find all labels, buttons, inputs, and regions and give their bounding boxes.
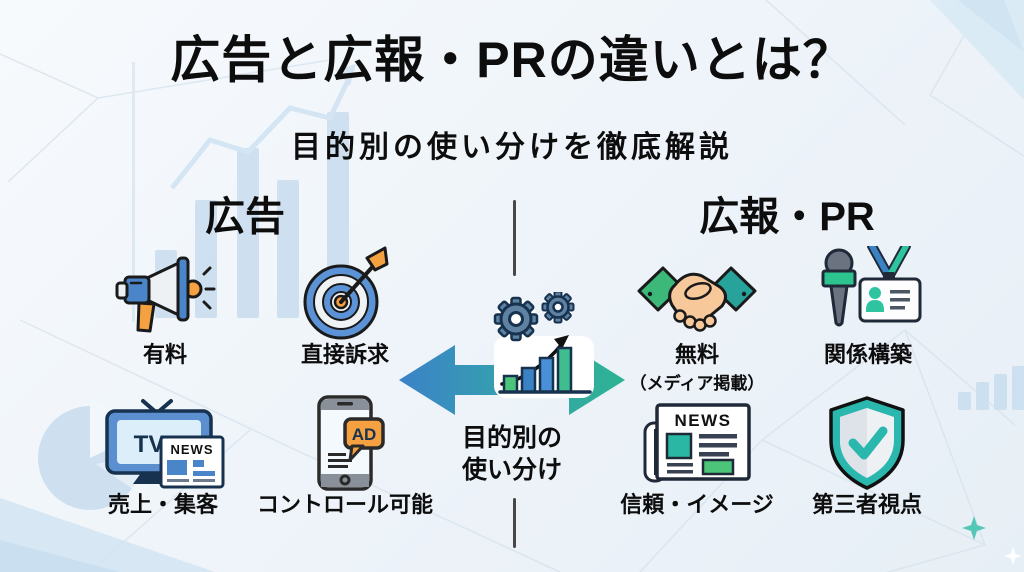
tv-news-icon: TV NEWS [105,399,225,489]
shield-check-icon [829,396,905,490]
newspaper-news-text: NEWS [675,411,732,430]
item-label: 有料 [142,342,187,367]
gears-growth-chart-icon [493,292,594,398]
right-item-trust: NEWS 信頼・イメージ [612,396,782,517]
item-label: コントロール可能 [256,492,433,517]
page-subtitle: 目的別の使い分けを徹底解説 [291,131,733,164]
tv-screen-text: TV [134,431,165,458]
smartphone-ad-icon: AD [317,395,385,491]
page-title: 広告と広報・PRの違いとは？ [170,32,854,88]
target-arrow-icon [303,246,389,340]
tv-news-text: NEWS [171,442,214,457]
right-item-relationship: 関係構築 [793,246,943,367]
right-item-free: 無料 （メディア掲載） [617,248,777,394]
item-label: 関係構築 [823,342,912,367]
right-item-third-party: 第三者視点 [782,396,952,517]
left-item-paid: 有料 [90,248,240,367]
corner-triangle-bottom-left [0,498,215,572]
decor-sparkle-icon [962,516,986,540]
item-label: 直接訴求 [300,342,389,367]
decor-bars-right-icon [958,366,1024,410]
item-label: 無料 [674,342,719,367]
handshake-icon [637,266,757,332]
left-item-controllable: AD コントロール可能 [250,395,440,517]
left-item-direct-appeal: 直接訴求 [270,246,420,367]
divider-bottom [513,498,516,548]
item-sublabel: （メディア掲載） [629,374,765,394]
ad-bubble-text: AD [352,425,377,444]
center-label-line1: 目的別の [461,424,562,452]
left-column-header: 広告 [205,195,285,239]
item-label: 売上・集客 [107,492,218,517]
gear-large [493,296,539,342]
gear-small [541,292,575,324]
item-label: 信頼・イメージ [620,492,774,517]
newspaper-icon: NEWS [643,403,751,483]
microphone-id-badge-icon [821,246,922,327]
center-label-line2: 使い分け [461,455,562,484]
item-label: 第三者視点 [811,492,922,517]
right-column-header: 広報・PR [699,195,875,239]
divider-top [513,200,516,276]
left-item-sales: TV NEWS 売上・集客 [78,396,248,517]
megaphone-icon [115,256,216,333]
tv-newspaper: NEWS [159,435,225,489]
center-label: 目的別の 使い分け [437,423,587,486]
